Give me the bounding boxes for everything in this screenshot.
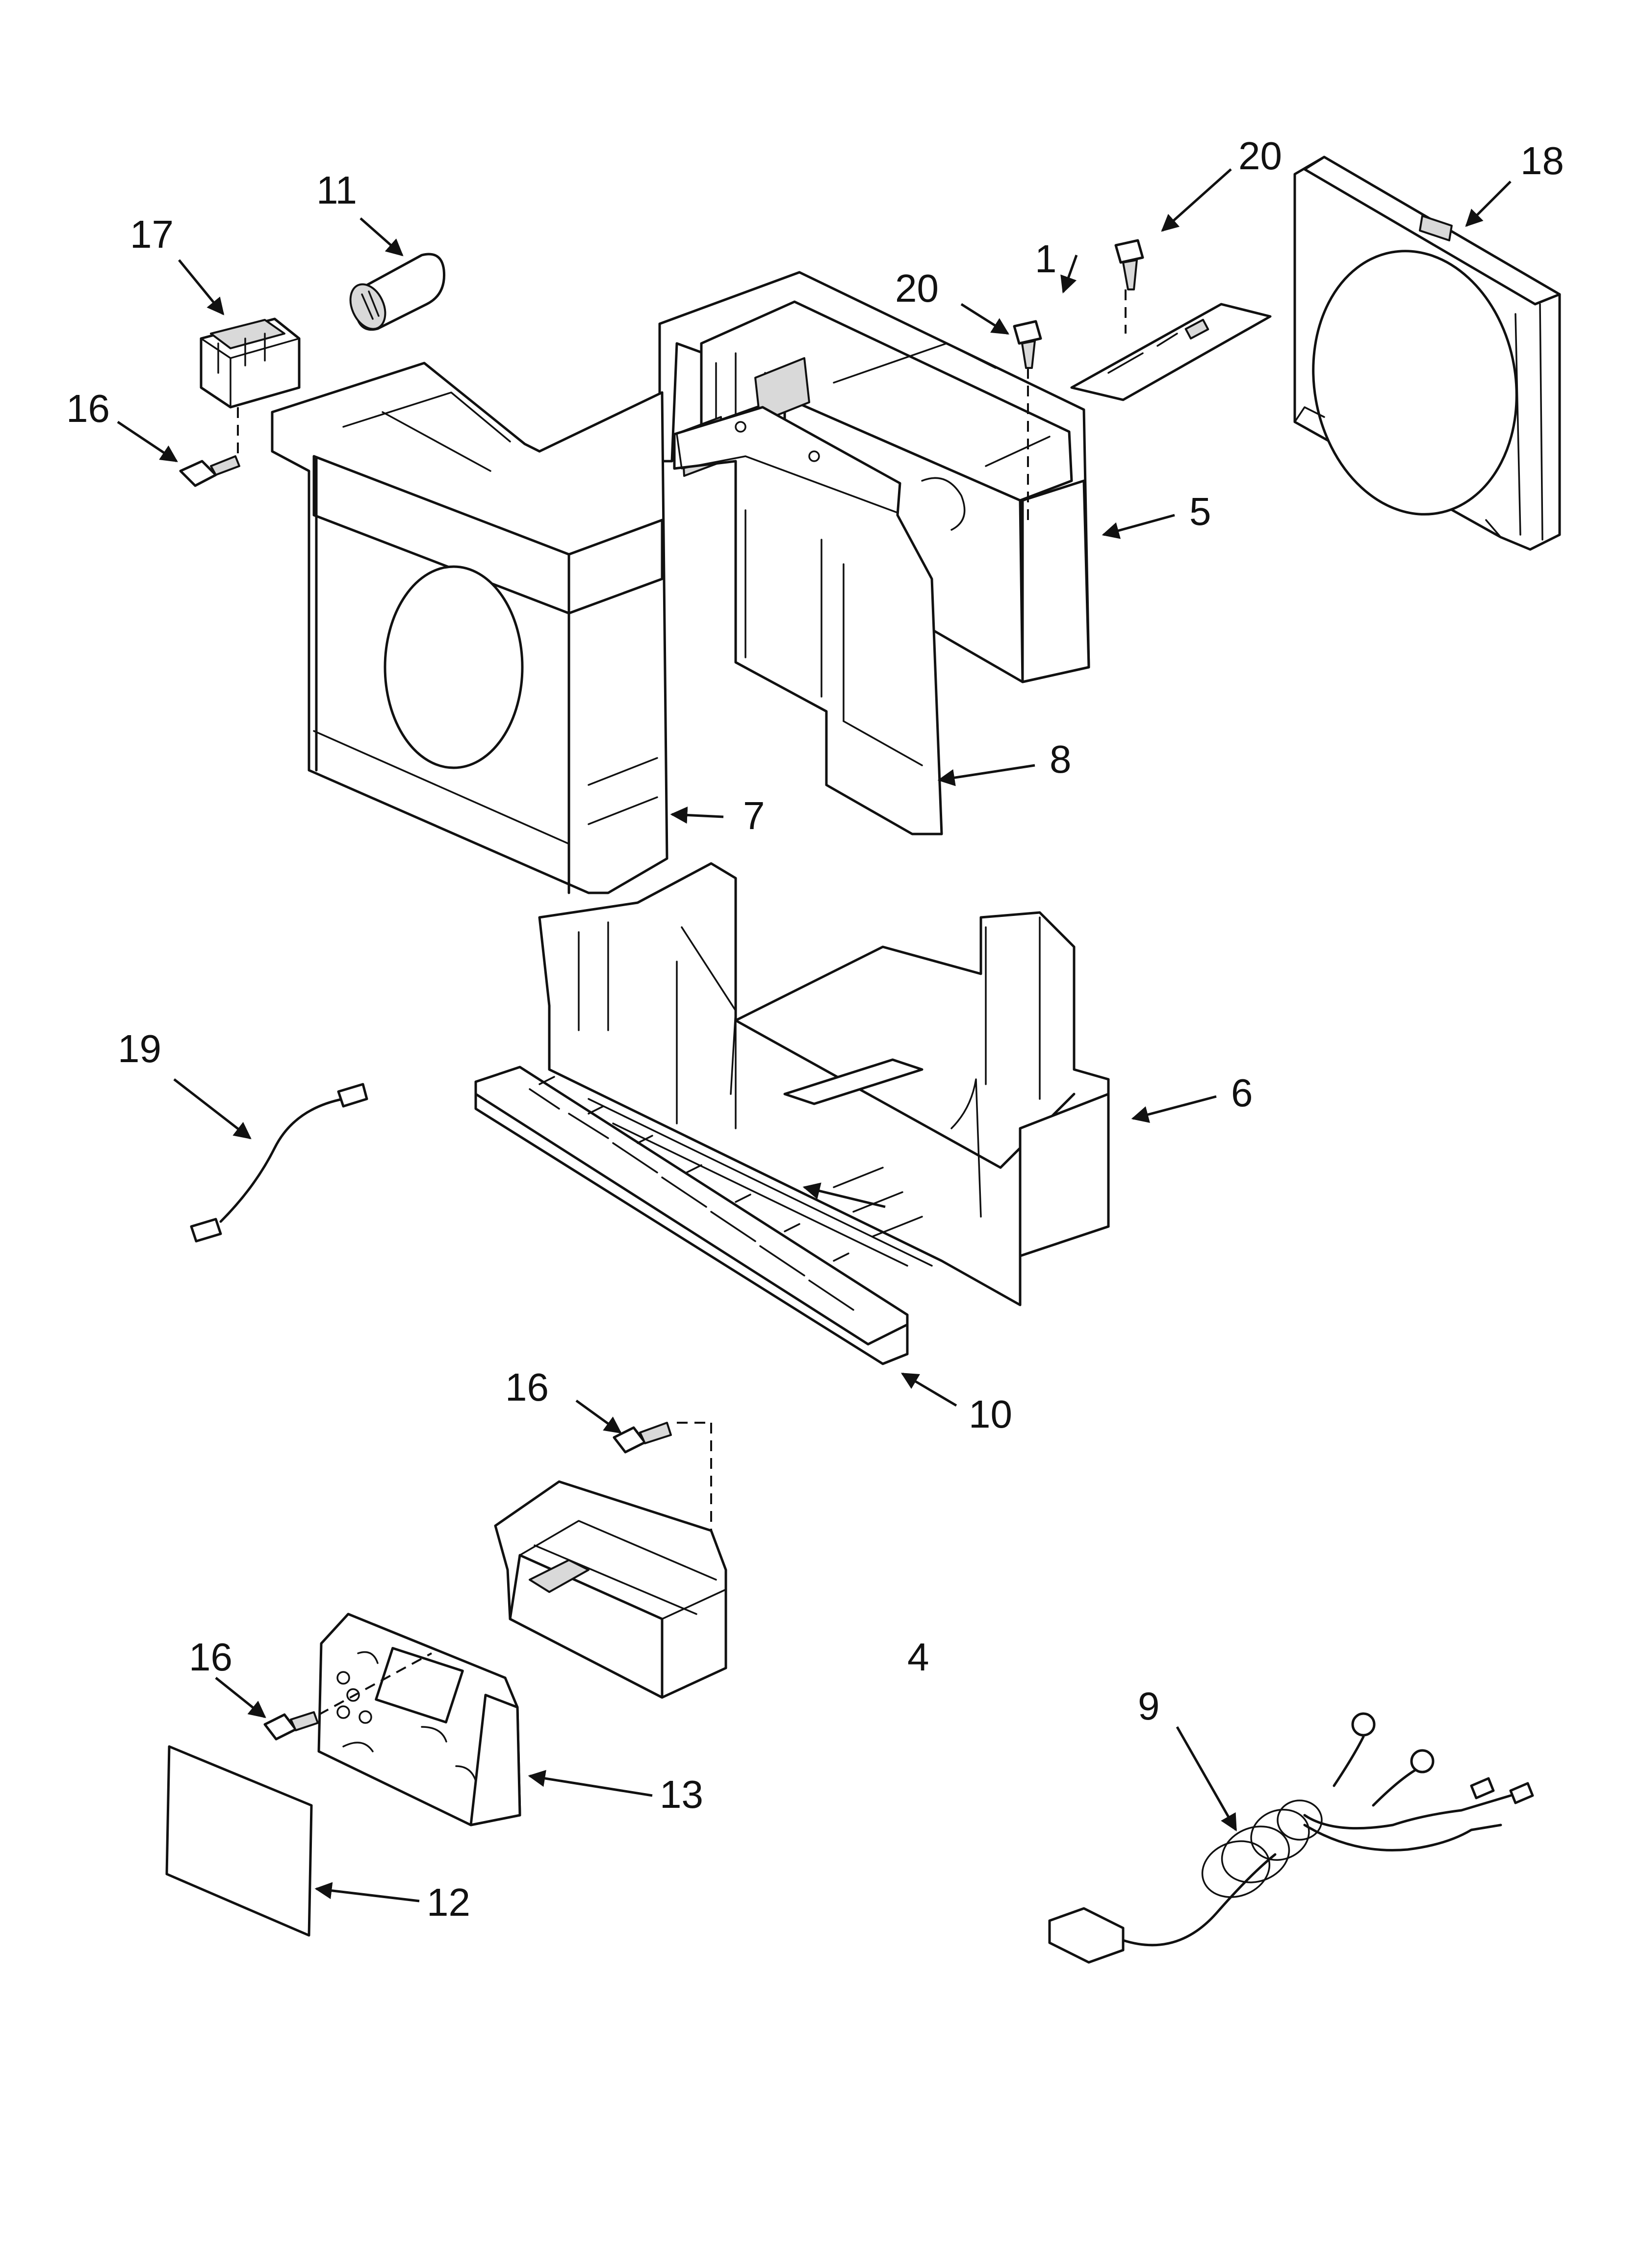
callout-part-9: 9 bbox=[1138, 1684, 1160, 1728]
callout-part-20-upper: 20 bbox=[1238, 134, 1282, 178]
callout-part-8: 8 bbox=[1050, 737, 1072, 781]
screw-part-20-lower bbox=[1013, 320, 1042, 520]
screw-part-20-upper bbox=[1114, 239, 1144, 290]
callout-part-12: 12 bbox=[427, 1880, 470, 1924]
callout-part-16-top: 16 bbox=[66, 387, 110, 430]
power-cord-part-9 bbox=[1048, 1712, 1534, 1964]
callout-part-7: 7 bbox=[743, 794, 765, 837]
wire-jumper-part-19 bbox=[190, 1083, 368, 1243]
overlay-card-part-12 bbox=[165, 1745, 313, 1937]
fan-shroud-part-18 bbox=[1293, 156, 1561, 551]
control-panel-part-13 bbox=[317, 1613, 521, 1826]
callout-part-1: 1 bbox=[1035, 237, 1057, 281]
callout-part-17: 17 bbox=[130, 212, 174, 256]
screw-part-16-lower bbox=[263, 1652, 432, 1741]
relay-part-17 bbox=[200, 317, 301, 454]
base-pan-part-6 bbox=[538, 862, 1110, 1306]
callout-part-13: 13 bbox=[660, 1773, 703, 1816]
leader-lines bbox=[117, 168, 1512, 1903]
bracket-plate-part-1 bbox=[1070, 289, 1272, 401]
capacitor-part-11 bbox=[349, 253, 446, 331]
callout-part-18: 18 bbox=[1520, 139, 1564, 182]
callout-part-19: 19 bbox=[118, 1027, 161, 1070]
divider-panel-part-8 bbox=[673, 406, 943, 835]
callout-labels: 1 4 5 6 7 8 9 10 11 12 13 16 16 16 17 18… bbox=[66, 134, 1564, 1924]
callout-part-16-lower: 16 bbox=[189, 1635, 232, 1679]
screw-part-16-top bbox=[179, 455, 240, 487]
callout-part-6: 6 bbox=[1231, 1071, 1253, 1115]
callout-part-5: 5 bbox=[1189, 490, 1211, 533]
blower-housing-part-7 bbox=[271, 362, 668, 894]
callout-part-10: 10 bbox=[969, 1392, 1012, 1436]
dispenser-housing-part-4 bbox=[494, 1480, 727, 1699]
filter-grille-part-10 bbox=[474, 1066, 909, 1365]
callout-part-16-middle: 16 bbox=[505, 1365, 549, 1409]
callout-part-11: 11 bbox=[316, 168, 357, 212]
callout-part-4: 4 bbox=[907, 1635, 929, 1679]
callout-part-20-lower: 20 bbox=[895, 266, 939, 310]
